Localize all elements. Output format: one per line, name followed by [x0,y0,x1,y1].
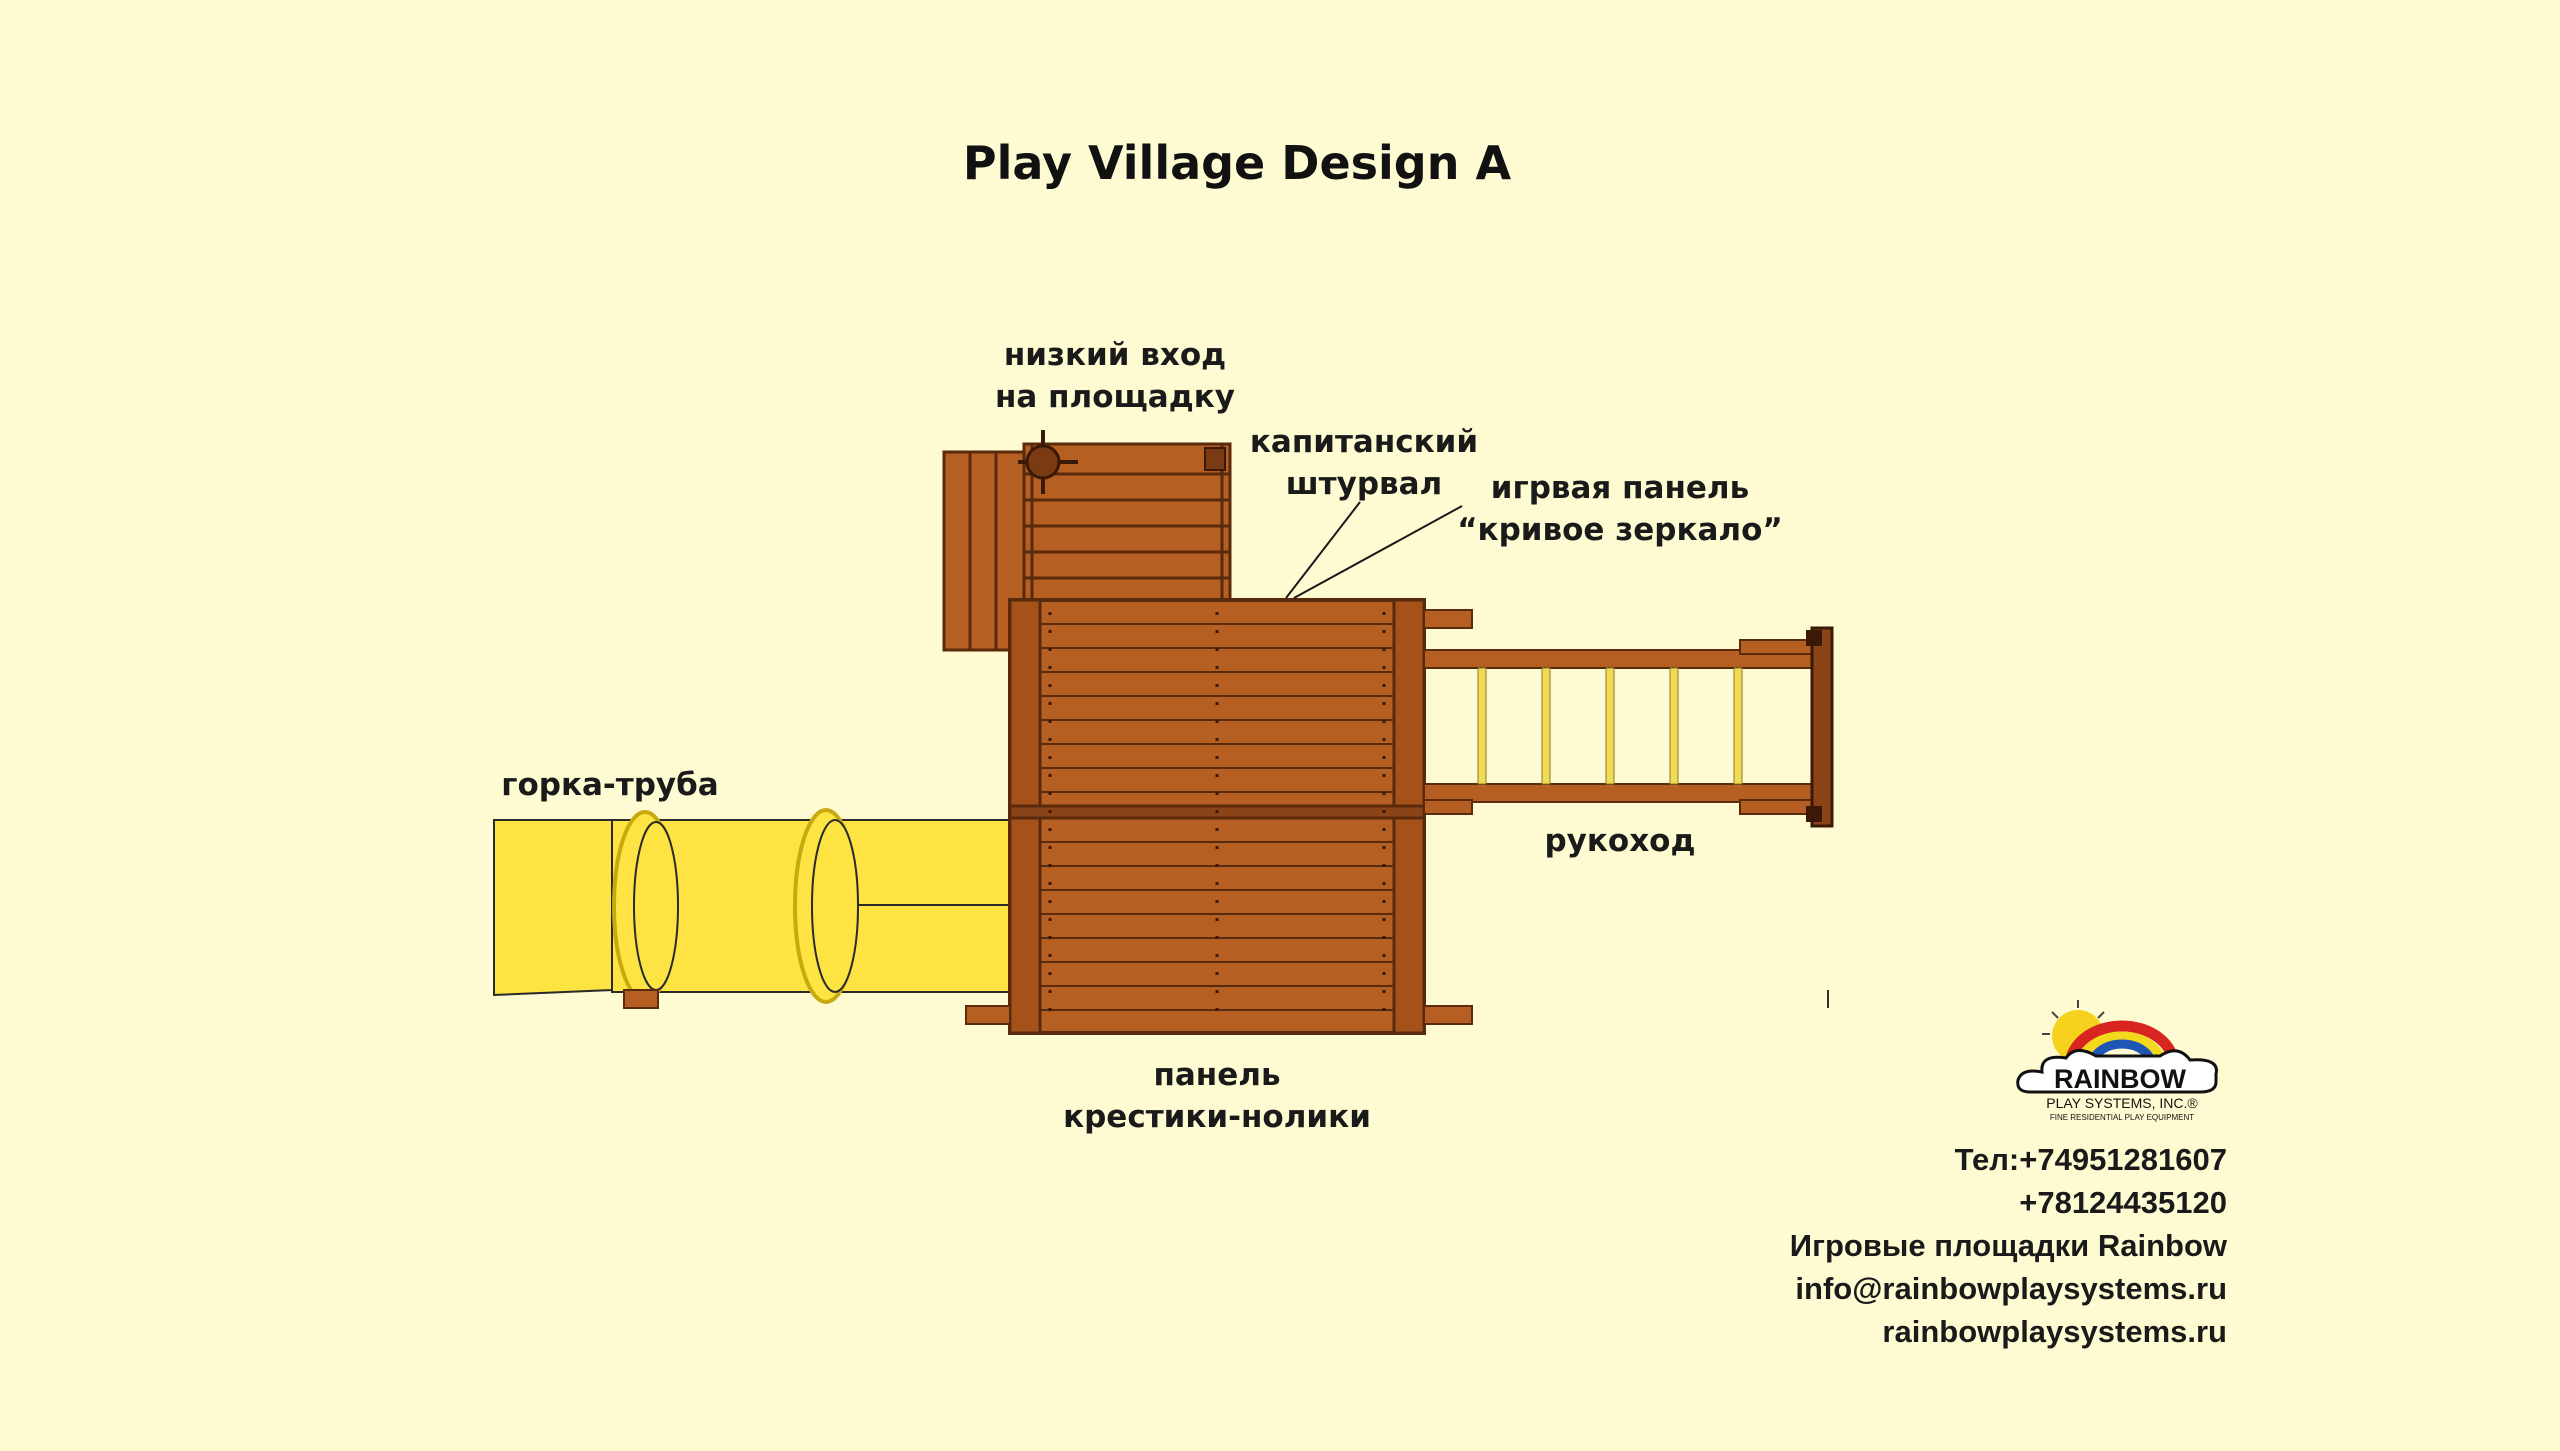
tube-slide [493,808,1013,1009]
logo-line2: FINE RESIDENTIAL PLAY EQUIPMENT [2050,1113,2194,1122]
contact-website[interactable]: rainbowplaysystems.ru [1882,1314,2227,1349]
contact-company: Игровые площадки Rainbow [1789,1228,2227,1263]
steering-wheel-icon [1018,430,1078,494]
mirror-panel-leader [1293,505,1463,599]
main-deck [965,598,1473,1035]
page-title: Play Village Design A [962,136,1512,190]
contact-phone-1: Тел:+74951281607 [1954,1142,2227,1177]
contact-block: Тел:+74951281607 +78124435120 Игровые пл… [1790,1138,2227,1353]
steering-wheel-leader [1285,501,1361,599]
contact-email[interactable]: info@rainbowplaysystems.ru [1795,1271,2227,1306]
logo-line1: PLAY SYSTEMS, INC.® [2046,1095,2198,1111]
label-low-entry: низкий вход на площадку [994,337,1236,415]
label-steering-wheel: капитанский штурвал [1249,424,1479,502]
logo-brand: RAINBOW [2054,1064,2186,1094]
rainbow-logo: RAINBOW PLAY SYSTEMS, INC.® FINE RESIDEN… [2016,1000,2218,1122]
label-tictactoe-panel: панель крестики-нолики [1063,1057,1371,1135]
contact-phone-2: +78124435120 [2019,1185,2227,1220]
label-tube-slide: горка-труба [501,767,719,803]
label-monkey-bars: рукоход [1544,823,1696,859]
label-mirror-panel: игрвая панель “кривое зеркало” [1457,470,1783,548]
monkey-bars [1423,626,1834,1008]
